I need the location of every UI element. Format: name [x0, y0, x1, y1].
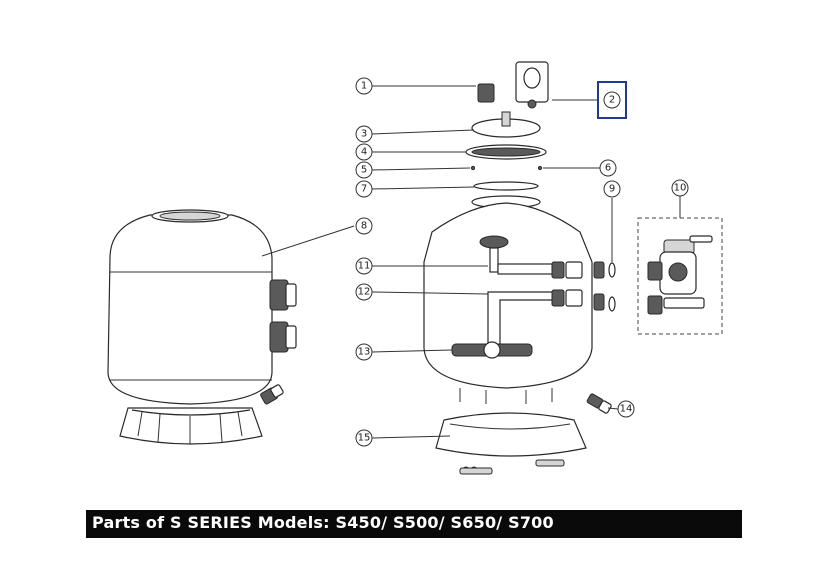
caption-bar: Parts of S SERIES Models: S450/ S500/ S6…	[86, 510, 742, 538]
o-ring-part	[473, 181, 539, 191]
callout-12: 12	[355, 283, 373, 301]
svg-text:12: 12	[358, 287, 371, 298]
callout-9: 9	[603, 180, 621, 198]
svg-text:3: 3	[361, 129, 367, 140]
base-part	[435, 412, 587, 457]
svg-text:4: 4	[361, 147, 367, 158]
callout-4: 4	[355, 143, 373, 161]
callout-15: 15	[355, 429, 373, 447]
svg-text:9: 9	[609, 184, 615, 195]
callout-8: 8	[355, 217, 373, 235]
svg-text:15: 15	[358, 433, 371, 444]
callout-1: 1	[355, 77, 373, 95]
callout-10: 10	[671, 179, 689, 197]
svg-text:5: 5	[361, 165, 367, 176]
leader-lines	[261, 85, 681, 439]
svg-text:14: 14	[620, 404, 633, 415]
svg-text:8: 8	[361, 221, 367, 232]
callout-13: 13	[355, 343, 373, 361]
svg-text:2: 2	[609, 95, 615, 106]
svg-text:6: 6	[605, 163, 611, 174]
svg-text:13: 13	[358, 347, 371, 358]
caption-text: Parts of S SERIES Models: S450/ S500/ S6…	[92, 513, 554, 532]
callout-2: 2	[597, 81, 627, 119]
svg-text:7: 7	[361, 184, 367, 195]
svg-text:1: 1	[361, 81, 367, 92]
callout-6: 6	[599, 159, 617, 177]
svg-text:10: 10	[674, 183, 687, 194]
callout-11: 11	[355, 257, 373, 275]
pressure-gauge-part	[477, 83, 495, 103]
callout-7: 7	[355, 180, 373, 198]
assembled-filter-tank	[107, 209, 297, 445]
svg-text:11: 11	[358, 261, 371, 272]
highlight-box	[597, 81, 627, 119]
multiport-valve-group	[637, 217, 723, 335]
exploded-assembly	[423, 61, 616, 475]
callout-5: 5	[355, 161, 373, 179]
callout-3: 3	[355, 125, 373, 143]
callout-14: 14	[617, 400, 635, 418]
